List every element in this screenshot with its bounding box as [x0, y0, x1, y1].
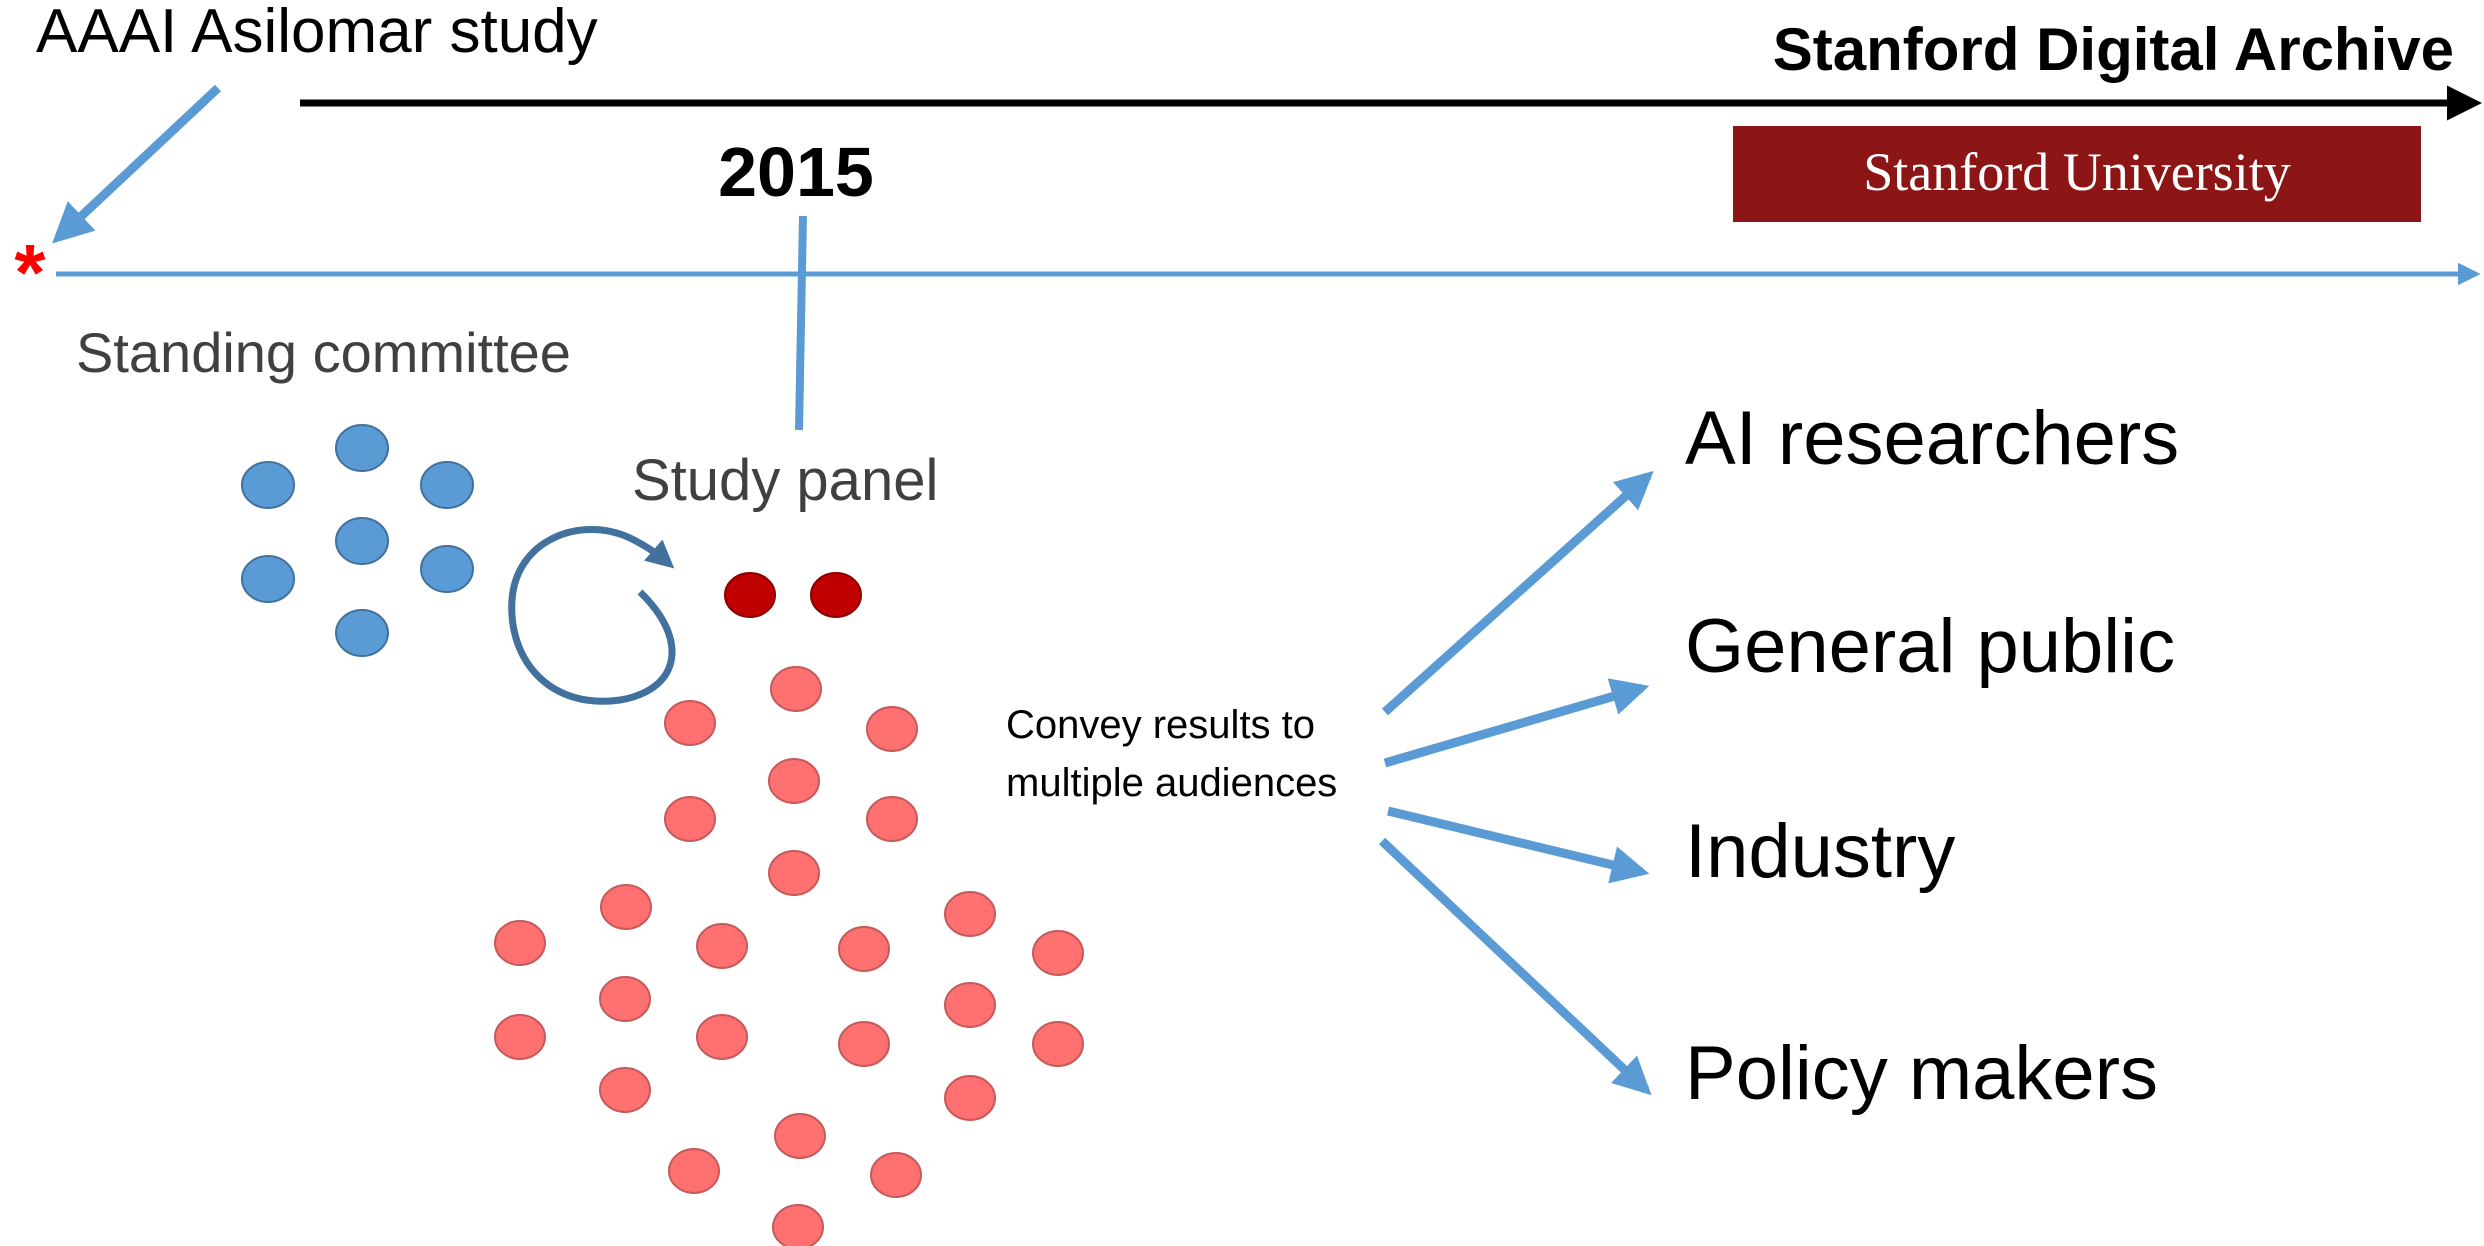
panel-member-dot — [774, 1113, 826, 1159]
panel-member-dot — [866, 796, 918, 842]
panel-member-dot — [870, 1152, 922, 1198]
panel-member-dot — [494, 1014, 546, 1060]
committee-dot — [420, 461, 474, 509]
arrow-general-public — [1383, 678, 1650, 768]
panel-lead-dots — [724, 572, 862, 618]
audience-general-public: General public — [1685, 604, 2175, 689]
arrow-ai-researchers — [1381, 470, 1654, 716]
panel-member-dot — [599, 976, 651, 1022]
archive-label: Stanford Digital Archive — [1773, 16, 2454, 83]
panel-member-dot — [599, 1067, 651, 1113]
audience-ai-researchers: AI researchers — [1685, 396, 2179, 481]
arrow-policy-makers — [1378, 837, 1652, 1096]
study-panel-label: Study panel — [632, 448, 938, 513]
panel-lead-dot — [724, 572, 776, 618]
arrow-industry — [1386, 806, 1650, 884]
panel-member-dot — [768, 850, 820, 896]
panel-member-dot — [838, 1021, 890, 1067]
panel-member-dot — [668, 1148, 720, 1194]
panel-member-dot — [866, 706, 918, 752]
stanford-logo — [1733, 126, 2421, 222]
committee-dot — [241, 555, 295, 603]
panel-member-dot — [664, 700, 716, 746]
panel-lead-dot — [810, 572, 862, 618]
panel-member-dot — [944, 1075, 996, 1121]
convey-label-line2: multiple audiences — [1006, 761, 1337, 805]
audience-policy-makers: Policy makers — [1685, 1031, 2158, 1116]
year-label: 2015 — [718, 133, 874, 211]
panel-member-dot — [944, 891, 996, 937]
committee-dot — [241, 461, 295, 509]
panel-member-dot — [944, 982, 996, 1028]
stanford-logo-text: Stanford University — [1863, 142, 2290, 202]
year-tick — [795, 215, 807, 431]
committee-dots — [241, 424, 474, 657]
audience-industry: Industry — [1685, 809, 1955, 894]
committee-dot — [335, 424, 389, 472]
panel-member-dot — [664, 796, 716, 842]
panel-member-dot — [494, 920, 546, 966]
panel-member-dot — [696, 1014, 748, 1060]
panel-member-dot — [600, 884, 652, 930]
panel-member-dot — [1032, 1021, 1084, 1067]
cycle-arrow — [508, 526, 676, 705]
start-star-icon: * — [14, 228, 46, 317]
panel-member-dot — [772, 1204, 824, 1246]
standing-committee-label: Standing committee — [76, 321, 571, 384]
asilomar-label: AAAI Asilomar study — [36, 0, 598, 66]
panel-member-dots — [494, 666, 1084, 1246]
asilomar-arrow — [52, 84, 222, 244]
committee-dot — [335, 517, 389, 565]
panel-member-dot — [1032, 930, 1084, 976]
panel-member-dot — [768, 758, 820, 804]
committee-dot — [335, 609, 389, 657]
panel-member-dot — [696, 923, 748, 969]
committee-dot — [420, 545, 474, 593]
panel-member-dot — [770, 666, 822, 712]
convey-label-line1: Convey results to — [1006, 703, 1315, 747]
panel-member-dot — [838, 926, 890, 972]
